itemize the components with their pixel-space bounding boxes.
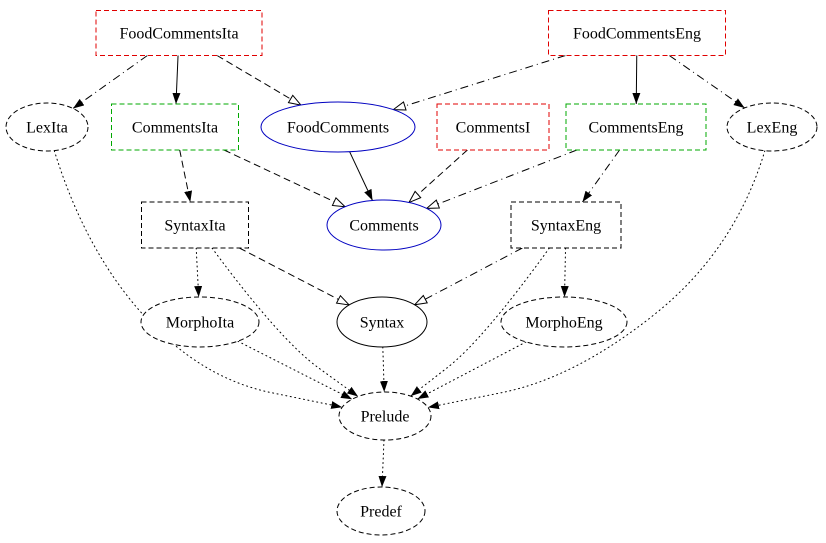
edge-MorphoIta-to-Prelude bbox=[237, 340, 353, 400]
node-SyntaxIta: SyntaxIta bbox=[141, 201, 249, 249]
label-MorphoEng: MorphoEng bbox=[525, 315, 602, 332]
node-MorphoEng: MorphoEng bbox=[500, 296, 628, 348]
edge-Syntax-to-Prelude bbox=[379, 346, 388, 393]
rect-FoodCommentsEng bbox=[548, 10, 726, 56]
label-SyntaxIta: SyntaxIta bbox=[164, 218, 225, 235]
node-Predef: Predef bbox=[336, 486, 426, 536]
label-MorphoIta: MorphoIta bbox=[166, 315, 234, 332]
node-CommentsIta: CommentsIta bbox=[111, 103, 239, 151]
label-CommentsIta: CommentsIta bbox=[132, 120, 218, 137]
node-MorphoIta: MorphoIta bbox=[140, 296, 260, 348]
node-LexEng: LexEng bbox=[726, 102, 818, 152]
edge-Prelude-to-Predef bbox=[378, 439, 387, 488]
edge-SyntaxEng-to-MorphoEng bbox=[560, 247, 569, 298]
rect-SyntaxEng bbox=[510, 201, 622, 249]
edge-FoodComments-to-Comments bbox=[349, 151, 373, 201]
edge-LexEng-to-Prelude bbox=[427, 150, 766, 410]
label-CommentsEng: CommentsEng bbox=[588, 120, 683, 137]
label-LexEng: LexEng bbox=[747, 120, 798, 137]
node-CommentsEng: CommentsEng bbox=[565, 103, 707, 151]
label-CommentsI: CommentsI bbox=[456, 120, 531, 137]
edge-SyntaxIta-to-Syntax bbox=[239, 247, 351, 306]
edge-FoodCommentsEng-to-LexEng bbox=[669, 55, 745, 109]
rect-FoodCommentsIta bbox=[95, 10, 263, 56]
node-FoodCommentsEng: FoodCommentsEng bbox=[548, 10, 726, 56]
ellipse-Comments bbox=[326, 199, 442, 251]
edge-FoodCommentsIta-to-LexIta bbox=[72, 55, 148, 109]
label-Prelude: Prelude bbox=[361, 409, 410, 426]
edge-CommentsIta-to-SyntaxIta bbox=[179, 149, 193, 203]
ellipse-MorphoEng bbox=[500, 296, 628, 348]
edge-FoodCommentsIta-to-FoodComments bbox=[216, 55, 303, 106]
ellipse-Prelude bbox=[338, 391, 432, 441]
node-FoodComments: FoodComments bbox=[260, 101, 416, 153]
node-Syntax: Syntax bbox=[336, 296, 428, 348]
edge-FoodCommentsEng-to-FoodComments bbox=[391, 55, 566, 111]
edge-SyntaxEng-to-Syntax bbox=[413, 247, 523, 306]
edge-CommentsEng-to-SyntaxEng bbox=[582, 149, 620, 203]
label-FoodCommentsEng: FoodCommentsEng bbox=[573, 26, 701, 43]
node-CommentsI: CommentsI bbox=[436, 103, 550, 151]
edge-SyntaxIta-to-MorphoIta bbox=[194, 247, 203, 298]
label-FoodCommentsIta: FoodCommentsIta bbox=[119, 26, 238, 43]
rect-SyntaxIta bbox=[141, 201, 249, 249]
edge-CommentsIta-to-Comments bbox=[223, 149, 347, 208]
edge-SyntaxEng-to-Prelude bbox=[410, 247, 550, 397]
edge-CommentsEng-to-Comments bbox=[425, 149, 578, 209]
ellipse-FoodComments bbox=[260, 101, 416, 153]
node-LexIta: LexIta bbox=[5, 102, 89, 152]
ellipse-LexIta bbox=[5, 102, 89, 152]
node-SyntaxEng: SyntaxEng bbox=[510, 201, 622, 249]
rect-CommentsI bbox=[436, 103, 550, 151]
label-Syntax: Syntax bbox=[360, 315, 404, 332]
edge-layer bbox=[53, 55, 766, 488]
label-Predef: Predef bbox=[360, 504, 402, 521]
rect-CommentsEng bbox=[565, 103, 707, 151]
label-FoodComments: FoodComments bbox=[287, 120, 389, 137]
node-Comments: Comments bbox=[326, 199, 442, 251]
ellipse-MorphoIta bbox=[140, 296, 260, 348]
rect-CommentsIta bbox=[111, 103, 239, 151]
label-SyntaxEng: SyntaxEng bbox=[531, 218, 601, 235]
label-Comments: Comments bbox=[349, 218, 418, 235]
label-LexIta: LexIta bbox=[26, 120, 68, 137]
ellipse-LexEng bbox=[726, 102, 818, 152]
node-Prelude: Prelude bbox=[338, 391, 432, 441]
edge-FoodCommentsEng-to-CommentsEng bbox=[632, 55, 641, 105]
ellipse-Syntax bbox=[336, 296, 428, 348]
edge-FoodCommentsIta-to-CommentsIta bbox=[172, 55, 181, 105]
edge-SyntaxIta-to-Prelude bbox=[211, 247, 359, 398]
ellipse-Predef bbox=[336, 486, 426, 536]
node-FoodCommentsIta: FoodCommentsIta bbox=[95, 10, 263, 56]
edge-CommentsI-to-Comments bbox=[407, 149, 468, 204]
